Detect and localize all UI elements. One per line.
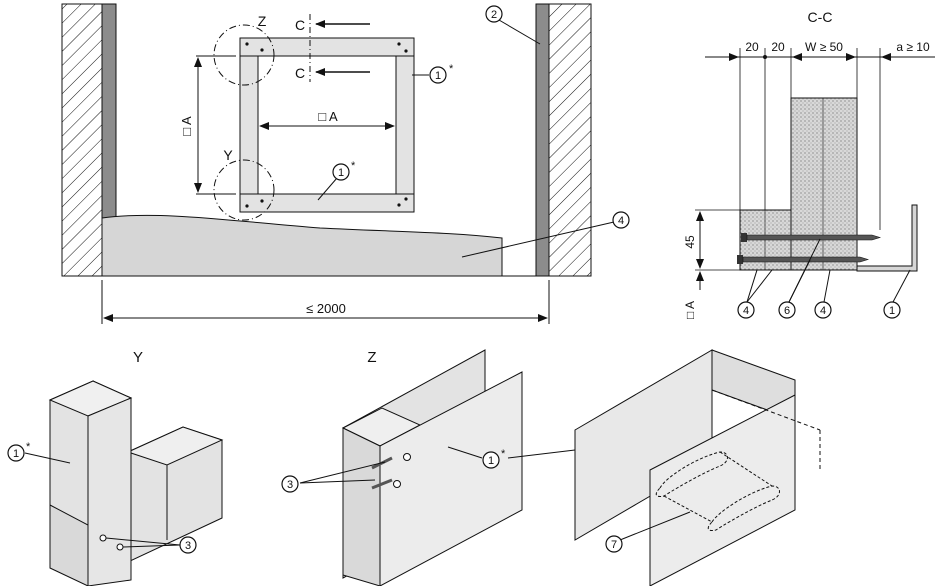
detail-circle-y	[213, 159, 275, 221]
callout-6: 6	[778, 301, 796, 319]
section-c-c: C-C 20 20 W ≥ 50 a ≥ 10	[683, 9, 935, 319]
callout-4-main: 4	[612, 211, 630, 229]
svg-text:7: 7	[611, 539, 617, 551]
callout-4-section-left: 4	[737, 301, 755, 319]
svg-text:*: *	[501, 448, 506, 460]
svg-text:1: 1	[488, 455, 494, 467]
callout-1star-y: 1 *	[7, 441, 31, 462]
front-view	[61, 3, 615, 324]
callout-1star-z: 1 *	[482, 448, 506, 469]
left-wall	[61, 3, 103, 277]
callout-2: 2	[485, 5, 503, 23]
label-dim-20b: 20	[771, 40, 785, 54]
label-dim-2000: ≤ 2000	[306, 301, 346, 316]
label-c-bottom: C	[295, 65, 305, 81]
svg-text:1: 1	[435, 70, 441, 82]
screw-bottom	[737, 255, 870, 264]
angle-profile	[856, 204, 918, 272]
svg-text:2: 2	[491, 9, 497, 21]
right-wall	[548, 3, 592, 277]
svg-text:4: 4	[618, 215, 624, 227]
y-front-flange	[87, 397, 132, 586]
joint-front-panel	[649, 394, 796, 586]
detail-joint	[574, 349, 821, 586]
right-wall-lining	[535, 3, 550, 277]
svg-text:*: *	[351, 160, 356, 172]
svg-text:4: 4	[743, 305, 749, 317]
label-dim-a-vertical: □ A	[179, 116, 194, 136]
callout-1star-top: 1 *	[429, 63, 454, 84]
callout-3-z: 3	[281, 475, 299, 493]
detail-circle-z	[213, 24, 275, 86]
svg-text:4: 4	[820, 305, 826, 317]
label-dim-a-section: □ A	[683, 301, 697, 319]
callout-7: 7	[605, 535, 623, 553]
callout-1star-mid: 1 *	[332, 160, 356, 181]
wall-section	[790, 97, 858, 271]
screw-top	[741, 233, 882, 242]
label-z: Z	[258, 13, 267, 29]
svg-text:*: *	[449, 63, 454, 75]
svg-text:3: 3	[185, 540, 191, 552]
damper-frame	[239, 37, 415, 213]
detail-y: Y	[24, 349, 224, 586]
label-dim-a10: a ≥ 10	[896, 40, 930, 54]
label-detail-z: Z	[367, 349, 376, 366]
floor-fill	[101, 214, 503, 277]
section-title: C-C	[808, 9, 833, 25]
label-dim-45: 45	[683, 235, 697, 249]
callout-1-section: 1	[883, 301, 901, 319]
label-y: Y	[223, 147, 233, 163]
svg-text:1: 1	[889, 305, 895, 317]
label-c-top: C	[295, 17, 305, 33]
callout-3-y: 3	[179, 536, 197, 554]
svg-text:1: 1	[338, 167, 344, 179]
detail-z: Z	[299, 349, 523, 586]
svg-text:6: 6	[784, 305, 790, 317]
label-dim-20a: 20	[745, 40, 759, 54]
svg-text:1: 1	[13, 448, 19, 460]
label-dim-a-horizontal: □ A	[318, 109, 338, 124]
svg-text:3: 3	[287, 479, 293, 491]
label-detail-y: Y	[133, 349, 143, 366]
svg-text:*: *	[26, 441, 31, 453]
callout-4-section-right: 4	[814, 301, 832, 319]
label-dim-w: W ≥ 50	[805, 40, 843, 54]
